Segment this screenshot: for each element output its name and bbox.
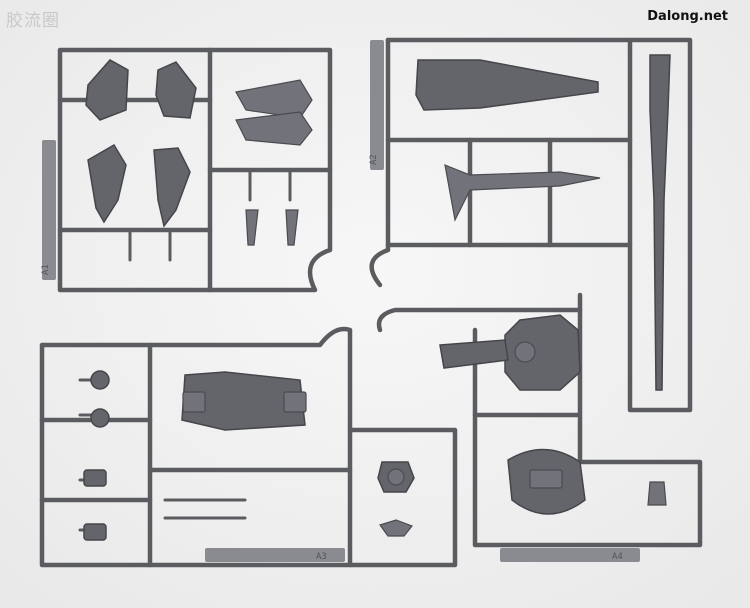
- runner-tag-a2: A2: [369, 154, 379, 165]
- runner-tag-a3: A3: [316, 552, 327, 562]
- runner-a3: A3: [39, 326, 458, 568]
- runner-a2: A2: [369, 37, 693, 413]
- runner-a1: A1: [41, 47, 333, 293]
- watermark-right: Dalong.net: [647, 9, 728, 24]
- runner-tag-a1: A1: [41, 264, 51, 275]
- runner-tag-a4: A4: [612, 552, 623, 562]
- watermark-left: 胶流圈: [6, 11, 60, 31]
- runner-a4: A4: [376, 292, 703, 562]
